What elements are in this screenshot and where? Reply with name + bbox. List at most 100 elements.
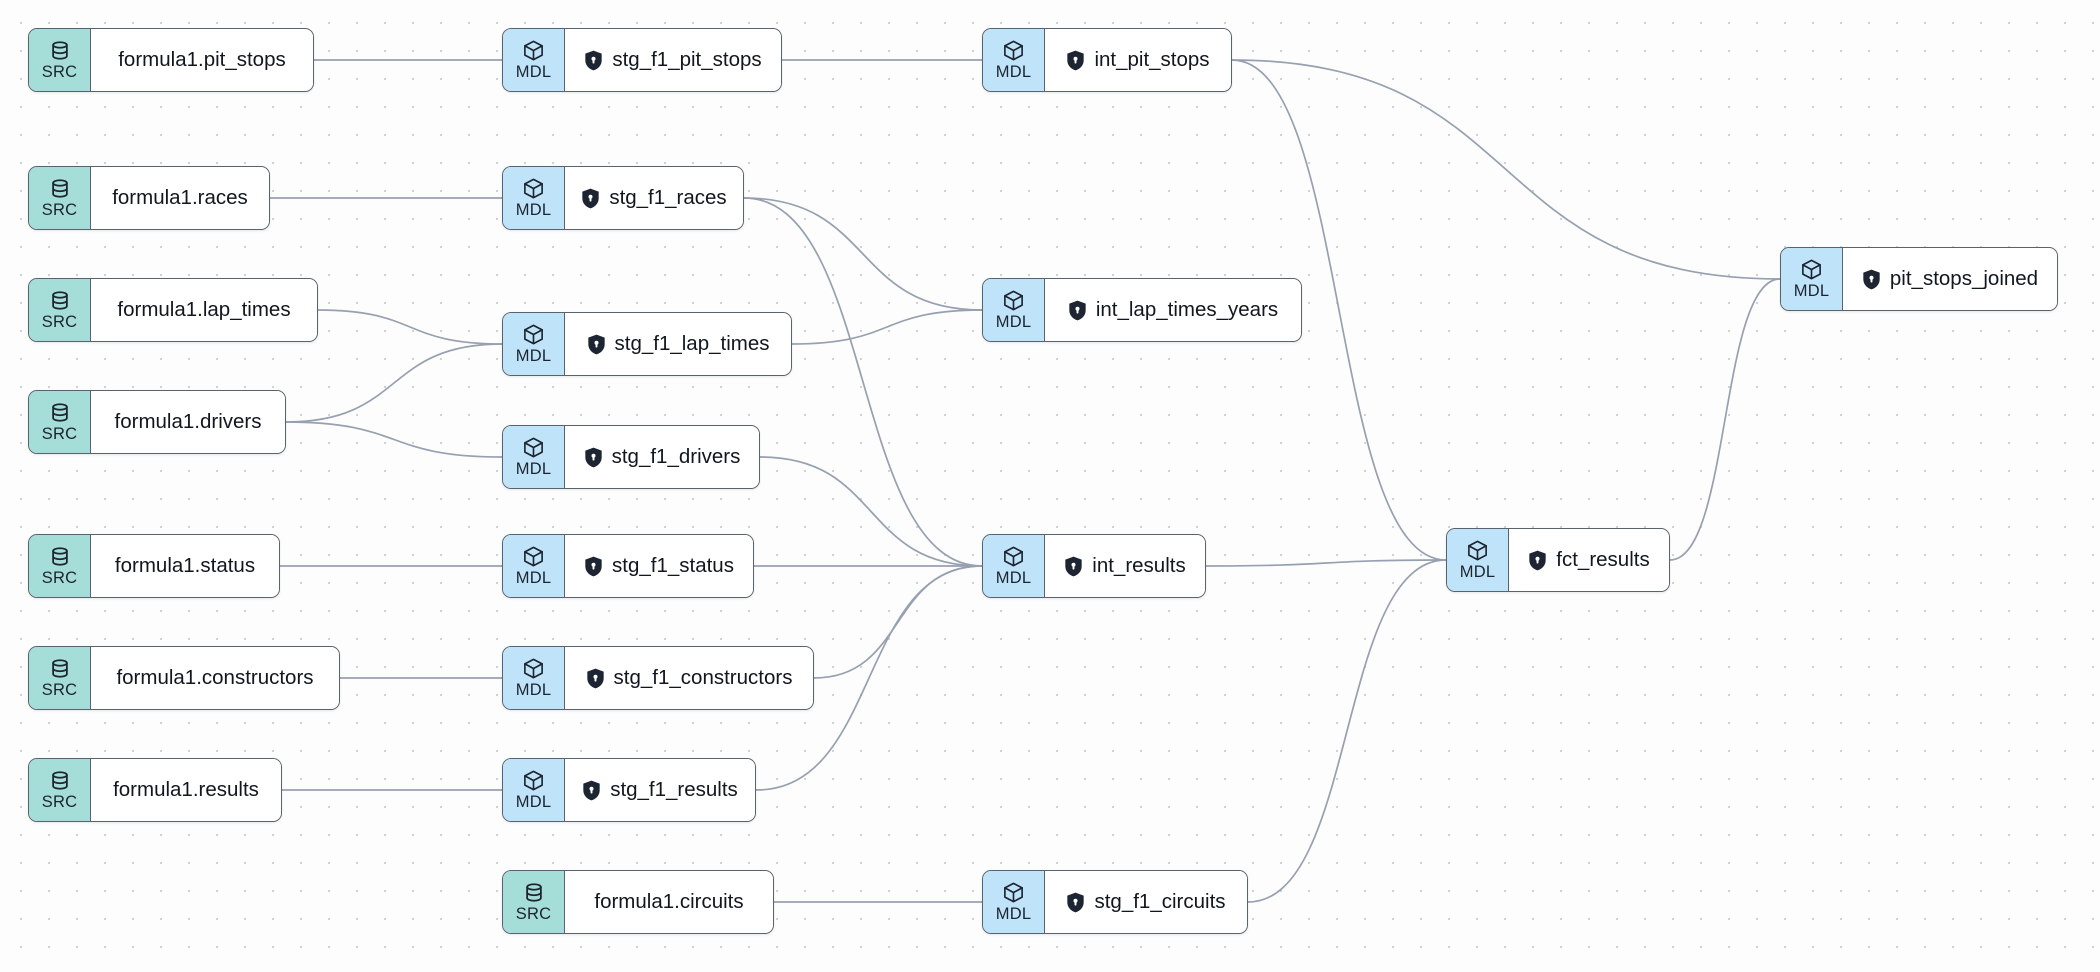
- lineage-node-src_constructors[interactable]: SRC formula1.constructors: [28, 646, 340, 710]
- node-title: formula1.status: [114, 553, 256, 577]
- lineage-node-stg_results[interactable]: MDL stg_f1_results: [502, 758, 756, 822]
- lineage-node-src_status[interactable]: SRC formula1.status: [28, 534, 280, 598]
- lineage-node-pit_stops_joined[interactable]: MDL pit_stops_joined: [1780, 247, 2058, 311]
- shield-lock-icon: [1528, 550, 1547, 571]
- node-title: stg_f1_circuits: [1094, 889, 1226, 913]
- node-body: int_results: [1045, 535, 1205, 597]
- lineage-node-fct_results[interactable]: MDL fct_results: [1446, 528, 1670, 592]
- cube-icon: [1466, 539, 1489, 562]
- lineage-node-stg_pit_stops[interactable]: MDL stg_f1_pit_stops: [502, 28, 782, 92]
- node-title: pit_stops_joined: [1889, 266, 2039, 290]
- model-badge: MDL: [983, 871, 1045, 933]
- node-body: formula1.circuits: [565, 871, 773, 933]
- node-title: int_results: [1092, 553, 1186, 577]
- badge-label: MDL: [515, 681, 552, 700]
- badge-label: SRC: [41, 680, 78, 699]
- lineage-node-int_results[interactable]: MDL int_results: [982, 534, 1206, 598]
- lineage-node-src_drivers[interactable]: SRC formula1.drivers: [28, 390, 286, 454]
- cube-icon: [1800, 258, 1823, 281]
- lineage-node-src_circuits[interactable]: SRC formula1.circuits: [502, 870, 774, 934]
- model-badge: MDL: [503, 535, 565, 597]
- badge-label: MDL: [995, 569, 1032, 588]
- badge-label: MDL: [515, 63, 552, 82]
- model-badge: MDL: [503, 29, 565, 91]
- node-body: stg_f1_lap_times: [565, 313, 791, 375]
- model-badge: MDL: [503, 426, 565, 488]
- cube-icon: [1002, 545, 1025, 568]
- node-title: stg_f1_results: [610, 777, 738, 801]
- lineage-node-stg_circuits[interactable]: MDL stg_f1_circuits: [982, 870, 1248, 934]
- shield-lock-icon: [586, 668, 605, 689]
- node-title: stg_f1_races: [609, 185, 727, 209]
- model-badge: MDL: [983, 535, 1045, 597]
- lineage-node-src_lap_times[interactable]: SRC formula1.lap_times: [28, 278, 318, 342]
- lineage-node-stg_races[interactable]: MDL stg_f1_races: [502, 166, 744, 230]
- cube-icon: [522, 657, 545, 680]
- node-title: formula1.constructors: [116, 665, 314, 689]
- source-badge: SRC: [503, 871, 565, 933]
- node-title: formula1.lap_times: [117, 297, 291, 321]
- node-title: stg_f1_constructors: [613, 665, 793, 689]
- database-icon: [49, 178, 71, 200]
- badge-label: MDL: [995, 313, 1032, 332]
- node-body: int_pit_stops: [1045, 29, 1231, 91]
- badge-label: MDL: [1459, 563, 1496, 582]
- cube-icon: [522, 436, 545, 459]
- node-body: formula1.lap_times: [91, 279, 317, 341]
- model-badge: MDL: [503, 759, 565, 821]
- node-title: formula1.drivers: [114, 409, 262, 433]
- badge-label: MDL: [515, 460, 552, 479]
- node-body: stg_f1_pit_stops: [565, 29, 781, 91]
- source-badge: SRC: [29, 391, 91, 453]
- node-title: stg_f1_drivers: [611, 444, 741, 468]
- node-body: stg_f1_races: [565, 167, 743, 229]
- node-title: stg_f1_pit_stops: [612, 47, 762, 71]
- node-title: formula1.pit_stops: [118, 47, 286, 71]
- source-badge: SRC: [29, 279, 91, 341]
- edge-stg_races-to-int_results: [743, 197, 983, 567]
- database-icon: [49, 658, 71, 680]
- lineage-node-stg_drivers[interactable]: MDL stg_f1_drivers: [502, 425, 760, 489]
- cube-icon: [522, 39, 545, 62]
- database-icon: [523, 882, 545, 904]
- database-icon: [49, 770, 71, 792]
- node-body: stg_f1_results: [565, 759, 755, 821]
- shield-lock-icon: [1862, 269, 1881, 290]
- node-body: stg_f1_drivers: [565, 426, 759, 488]
- node-body: formula1.races: [91, 167, 269, 229]
- model-badge: MDL: [1781, 248, 1843, 310]
- shield-lock-icon: [1066, 50, 1085, 71]
- node-title: formula1.results: [113, 777, 259, 801]
- node-body: formula1.drivers: [91, 391, 285, 453]
- lineage-node-stg_constructors[interactable]: MDL stg_f1_constructors: [502, 646, 814, 710]
- source-badge: SRC: [29, 167, 91, 229]
- badge-label: MDL: [1793, 282, 1830, 301]
- database-icon: [49, 290, 71, 312]
- shield-lock-icon: [587, 334, 606, 355]
- cube-icon: [522, 177, 545, 200]
- node-body: formula1.results: [91, 759, 281, 821]
- shield-lock-icon: [581, 188, 600, 209]
- shield-lock-icon: [584, 447, 603, 468]
- edge-src_drivers-to-stg_lap_times: [285, 343, 503, 423]
- node-title: formula1.circuits: [594, 889, 744, 913]
- model-badge: MDL: [1447, 529, 1509, 591]
- badge-label: MDL: [515, 569, 552, 588]
- badge-label: MDL: [515, 201, 552, 220]
- shield-lock-icon: [584, 50, 603, 71]
- node-body: fct_results: [1509, 529, 1669, 591]
- badge-label: SRC: [41, 568, 78, 587]
- badge-label: SRC: [41, 312, 78, 331]
- badge-label: SRC: [41, 424, 78, 443]
- node-body: formula1.pit_stops: [91, 29, 313, 91]
- cube-icon: [1002, 881, 1025, 904]
